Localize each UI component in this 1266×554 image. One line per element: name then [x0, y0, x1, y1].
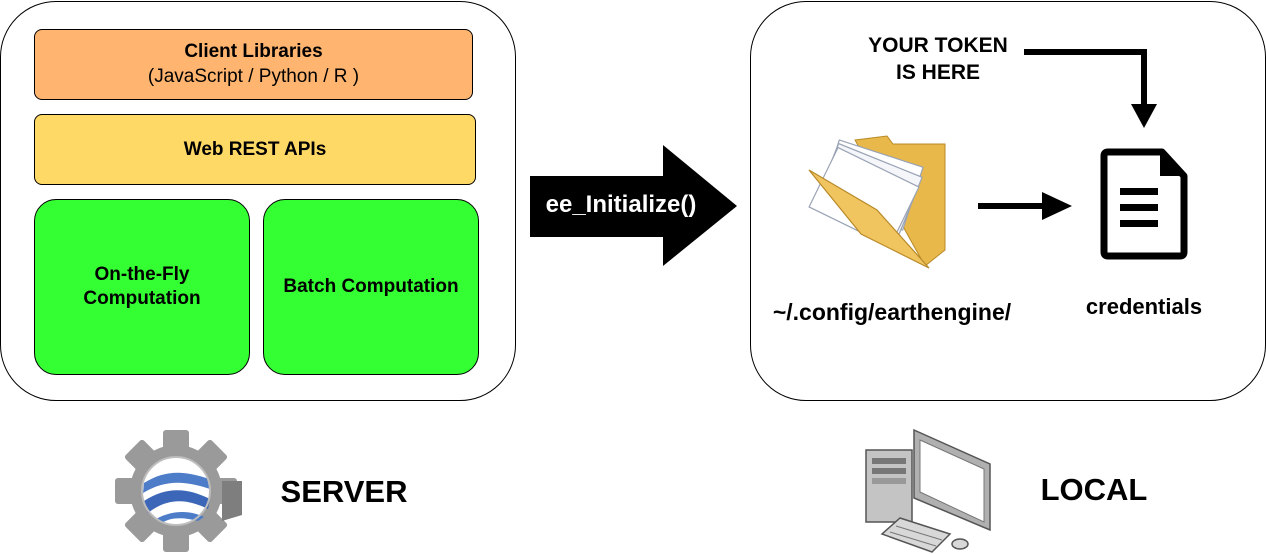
folder-path-label: ~/.config/earthengine/ [772, 299, 1012, 325]
batch-computation-box: Batch Computation [263, 199, 479, 375]
on-the-fly-line1: On-the-Fly [94, 264, 190, 285]
server-caption: SERVER [280, 474, 408, 509]
client-libraries-title: Client Libraries [184, 41, 323, 62]
big-right-arrow [530, 145, 737, 266]
client-libraries-subtitle: (JavaScript / Python / R ) [147, 66, 360, 87]
folder-to-credentials-arrow [978, 192, 1072, 220]
client-libraries-box: Client Libraries (JavaScript / Python / … [34, 29, 473, 100]
web-rest-apis-box: Web REST APIs [34, 114, 476, 185]
desktop-computer-icon [865, 428, 991, 553]
local-caption: LOCAL [1040, 472, 1148, 507]
batch-computation-label: Batch Computation [283, 276, 459, 297]
token-line1: YOUR TOKEN [868, 34, 1008, 57]
web-rest-apis-label: Web REST APIs [183, 138, 327, 160]
earth-engine-gear-icon [115, 430, 242, 552]
credentials-label: credentials [1085, 294, 1203, 319]
ee-initialize-label: ee_Initialize() [545, 191, 697, 218]
token-label: YOUR TOKEN IS HERE [846, 32, 1030, 86]
on-the-fly-computation-box: On-the-Fly Computation [34, 199, 250, 375]
on-the-fly-line2: Computation [83, 288, 201, 309]
token-pointer-arrow [1024, 49, 1157, 128]
document-icon [1100, 148, 1188, 260]
token-line2: IS HERE [895, 61, 981, 84]
folder-icon [808, 135, 946, 269]
